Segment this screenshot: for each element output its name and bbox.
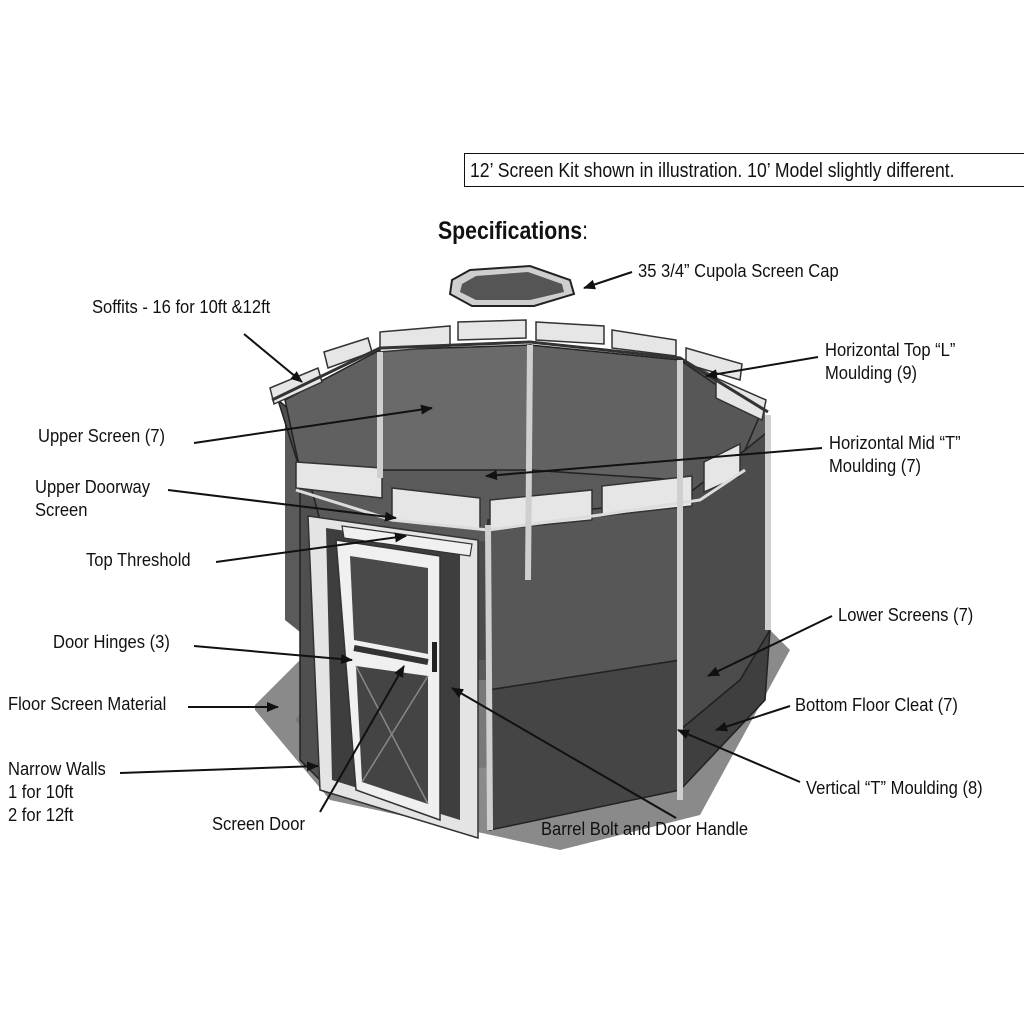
label-horizontal-top: Horizontal Top “L” Moulding (9)	[825, 339, 955, 385]
label-line: Horizontal Mid “T”	[829, 433, 961, 453]
label-soffits: Soffits - 16 for 10ft &12ft	[92, 296, 270, 319]
label-vertical-t: Vertical “T” Moulding (8)	[806, 777, 983, 800]
title-colon: :	[582, 217, 588, 245]
label-line: 2 for 12ft	[8, 805, 74, 825]
label-barrel-bolt: Barrel Bolt and Door Handle	[541, 818, 748, 841]
label-text: Top Threshold	[86, 550, 191, 570]
label-text: Lower Screens (7)	[838, 605, 974, 625]
leader-horizontal-mid	[485, 447, 823, 481]
label-floor-screen: Floor Screen Material	[8, 693, 166, 716]
lower-screens	[487, 428, 771, 831]
leader-cupola	[583, 271, 633, 290]
title-text: Specifications	[438, 217, 583, 245]
leader-barrel-bolt	[451, 687, 677, 819]
leader-top-threshold	[215, 532, 407, 563]
label-line: Horizontal Top “L”	[825, 340, 956, 360]
leader-vertical-t	[677, 729, 801, 783]
label-text: Door Hinges (3)	[53, 632, 170, 652]
label-door-hinges: Door Hinges (3)	[53, 631, 170, 654]
label-narrow-walls: Narrow Walls 1 for 10ft 2 for 12ft	[8, 758, 106, 827]
label-line: Moulding (9)	[825, 363, 918, 383]
label-line: 1 for 10ft	[8, 782, 74, 802]
leader-narrow-walls	[119, 761, 319, 774]
label-text: Upper Screen (7)	[38, 426, 166, 446]
label-top-threshold: Top Threshold	[86, 549, 191, 572]
leader-door-hinges	[193, 645, 353, 665]
note-text: 12’ Screen Kit shown in illustration. 10…	[470, 160, 955, 182]
leader-upper-doorway	[167, 489, 397, 522]
label-horizontal-mid: Horizontal Mid “T” Moulding (7)	[829, 432, 961, 478]
soffits	[269, 319, 767, 531]
label-line: Upper Doorway	[35, 477, 151, 497]
leader-bottom-cleat	[715, 705, 791, 732]
leader-screen-door	[319, 665, 405, 813]
label-text: Soffits - 16 for 10ft &12ft	[92, 297, 271, 317]
label-line: Narrow Walls	[8, 759, 106, 779]
leader-horizontal-top	[705, 356, 819, 380]
label-text: Barrel Bolt and Door Handle	[541, 819, 749, 839]
cupola-screen-cap	[448, 264, 576, 307]
leader-lower-screens	[707, 615, 833, 677]
label-text: Vertical “T” Moulding (8)	[806, 778, 983, 798]
label-line: Moulding (7)	[829, 456, 922, 476]
label-bottom-cleat: Bottom Floor Cleat (7)	[795, 694, 958, 717]
label-text: Bottom Floor Cleat (7)	[795, 695, 958, 715]
screen-door	[335, 539, 441, 822]
label-upper-screen: Upper Screen (7)	[38, 425, 165, 448]
label-text: Screen Door	[212, 814, 305, 834]
label-line: Screen	[35, 500, 88, 520]
leader-upper-screen	[193, 404, 433, 444]
vertical-t-moulding	[377, 344, 771, 831]
label-text: 35 3/4” Cupola Screen Cap	[638, 261, 839, 281]
label-cupola-cap: 35 3/4” Cupola Screen Cap	[638, 260, 839, 283]
page-title: Specifications:	[438, 216, 588, 246]
leader-lines	[119, 271, 833, 819]
label-screen-door: Screen Door	[212, 813, 305, 836]
label-lower-screens: Lower Screens (7)	[838, 604, 973, 627]
label-text: Floor Screen Material	[8, 694, 167, 714]
leader-soffits	[243, 333, 303, 383]
note-box	[464, 153, 1024, 187]
